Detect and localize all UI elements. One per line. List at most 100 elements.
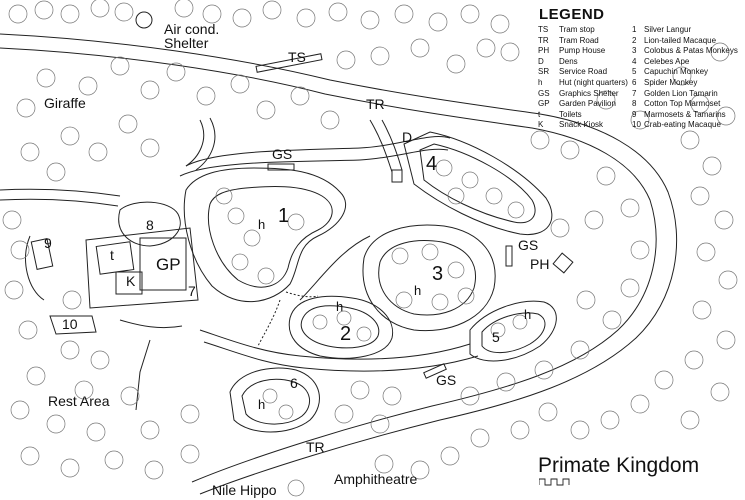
enclosure-2-number: 2 bbox=[340, 323, 352, 345]
legend-row: t Toilets bbox=[537, 110, 631, 121]
graphics-shelter-bottom bbox=[423, 363, 447, 379]
hut-label-enclosure-6: h bbox=[258, 397, 266, 412]
legend-description: Tram Road bbox=[559, 35, 599, 45]
graphics-shelter-code-right: GS bbox=[518, 237, 539, 253]
legend-key: 5 bbox=[632, 67, 637, 77]
graphics-shelter-top bbox=[267, 163, 295, 171]
enclosure-3-number: 3 bbox=[432, 263, 444, 285]
air-cond-shelter-label-line2: Shelter bbox=[164, 35, 209, 51]
legend-description: Hut (night quarters) bbox=[559, 77, 628, 87]
legend-row: 7 Golden Lion Tamarin bbox=[631, 89, 738, 100]
garden-pavilion-code: GP bbox=[156, 255, 181, 274]
hut-label-enclosure-3: h bbox=[414, 283, 422, 298]
legend-key: TR bbox=[538, 35, 549, 45]
enclosure-1-moat bbox=[183, 167, 346, 302]
rest-area-label: Rest Area bbox=[48, 393, 110, 409]
legend-description: Golden Lion Tamarin bbox=[644, 88, 718, 98]
legend-description: Graphics Shelter bbox=[559, 88, 619, 98]
legend-key: h bbox=[538, 77, 543, 87]
enclosure-9 bbox=[30, 238, 54, 270]
hut-label-enclosure-1: h bbox=[258, 217, 266, 232]
legend-key: 7 bbox=[632, 88, 637, 98]
enclosure-9-number: 9 bbox=[44, 235, 52, 251]
legend-description: Cotton Top Marmoset bbox=[644, 99, 721, 109]
legend-key: D bbox=[538, 56, 544, 66]
legend-description: Dens bbox=[559, 56, 578, 66]
tram-stop-platform bbox=[255, 53, 323, 73]
legend-key: 1 bbox=[632, 25, 637, 34]
dens-structure bbox=[391, 169, 403, 183]
legend-row: 3 Colobus & Patas Monkeys bbox=[631, 46, 738, 57]
amphitheatre-label: Amphitheatre bbox=[334, 471, 418, 487]
legend-key: 2 bbox=[632, 35, 637, 45]
legend-row: 6 Spider Monkey bbox=[631, 78, 738, 89]
dens-code: D bbox=[402, 129, 413, 145]
legend-description: Crab-eating Macaque bbox=[644, 120, 721, 130]
nile-hippo-label: Nile Hippo bbox=[212, 482, 277, 498]
legend-description: Spider Monkey bbox=[644, 77, 698, 87]
legend-row: K Snack Kiosk bbox=[537, 120, 631, 131]
enclosure-4-moat bbox=[403, 131, 553, 236]
legend-row: TR Tram Road bbox=[537, 36, 631, 47]
graphics-shelter-right bbox=[505, 245, 513, 267]
legend-key: PH bbox=[538, 46, 550, 56]
hut-label-enclosure-5: h bbox=[524, 307, 532, 322]
enclosure-3-moat bbox=[362, 224, 496, 332]
legend-row: GS Graphics Shelter bbox=[537, 89, 631, 100]
graphics-shelter-code-bottom: GS bbox=[436, 372, 457, 388]
air-cond-shelter-label-line1: Air cond. bbox=[164, 21, 220, 37]
enclosure-2-island bbox=[300, 305, 380, 349]
legend-description: Capuchin Monkey bbox=[644, 67, 709, 77]
enclosure-6-moat bbox=[229, 367, 320, 433]
enclosure-5-moat bbox=[469, 300, 557, 362]
legend-description: Toilets bbox=[559, 109, 582, 119]
legend-key: GP bbox=[538, 99, 550, 109]
tram-road-code-top: TR bbox=[366, 96, 385, 112]
enclosure-1-number: 1 bbox=[278, 205, 290, 227]
legend-key: 4 bbox=[632, 56, 637, 66]
legend-description: Pump House bbox=[559, 46, 606, 56]
snack-kiosk bbox=[115, 271, 143, 295]
legend-description: Tram stop bbox=[559, 25, 595, 34]
legend-key: 8 bbox=[632, 99, 637, 109]
legend-row: 1 Silver Langur bbox=[631, 25, 738, 36]
scale-bar bbox=[539, 478, 570, 486]
enclosure-8-number: 8 bbox=[146, 217, 154, 233]
enclosure-4-island bbox=[419, 143, 536, 224]
legend-description: Snack Kiosk bbox=[559, 120, 604, 130]
legend-row: 8 Cotton Top Marmoset bbox=[631, 99, 738, 110]
legend-key: 6 bbox=[632, 77, 637, 87]
legend-description: Colobus & Patas Monkeys bbox=[644, 46, 738, 56]
legend-row: 9 Marmosets & Tamarins bbox=[631, 110, 738, 121]
enclosure-1-island bbox=[207, 186, 333, 288]
legend-key: GS bbox=[538, 88, 550, 98]
tram-road-outer-edge bbox=[0, 33, 678, 495]
pump-house bbox=[552, 252, 574, 274]
tram-road-inner-edge bbox=[0, 47, 657, 483]
graphics-shelter-code-top: GS bbox=[272, 146, 293, 162]
legend-key: t bbox=[538, 109, 541, 119]
legend-description: Garden Pavilion bbox=[559, 99, 616, 109]
enclosure-3-island bbox=[378, 240, 476, 316]
giraffe-label: Giraffe bbox=[44, 95, 86, 111]
toilets-code: t bbox=[110, 247, 114, 263]
legend-row: D Dens bbox=[537, 57, 631, 68]
legend-key: K bbox=[538, 120, 544, 130]
legend-row: 5 Capuchin Monkey bbox=[631, 67, 738, 78]
legend-description: Silver Langur bbox=[644, 25, 692, 34]
legend-key: 9 bbox=[632, 109, 637, 119]
legend-description: Marmosets & Tamarins bbox=[644, 109, 726, 119]
legend-key: 3 bbox=[632, 46, 637, 56]
legend-row: GP Garden Pavilion bbox=[537, 99, 631, 110]
legend-description: Lion-tailed Macaque bbox=[644, 35, 717, 45]
legend-key: 10 bbox=[632, 120, 641, 130]
legend-key: TS bbox=[538, 25, 549, 34]
legend-row: 2 Lion-tailed Macaque bbox=[631, 36, 738, 47]
